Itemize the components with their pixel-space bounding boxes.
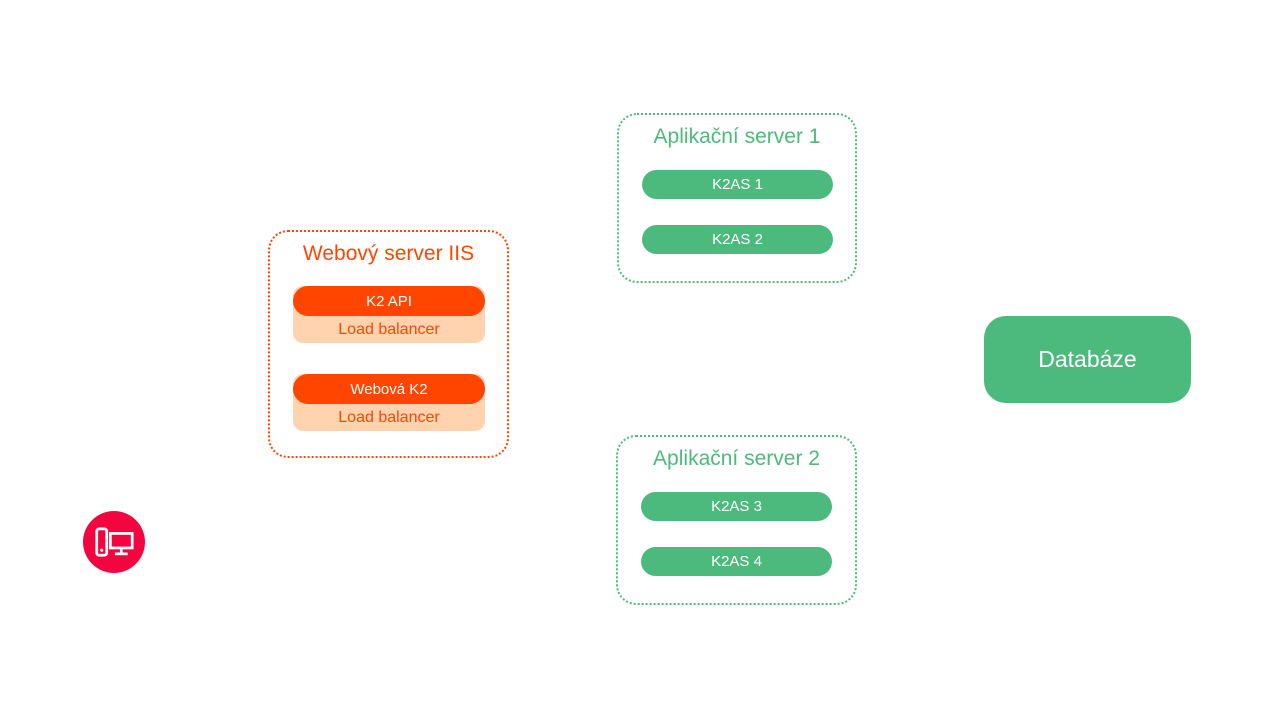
k2as-4-pill: K2AS 4 bbox=[641, 547, 832, 576]
webova-k2-group: Webová K2 Load balancer bbox=[293, 374, 485, 431]
webova-k2-load-balancer-label: Load balancer bbox=[338, 408, 440, 426]
app-server-2-title: Aplikační server 2 bbox=[653, 447, 820, 470]
client-node bbox=[83, 511, 145, 573]
k2-api-load-balancer-label: Load balancer bbox=[338, 320, 440, 338]
app-server-1-box: Aplikační server 1 K2AS 1 K2AS 2 bbox=[617, 113, 857, 283]
app-server-2-box: Aplikační server 2 K2AS 3 K2AS 4 bbox=[616, 435, 857, 605]
database-node: Databáze bbox=[984, 316, 1191, 403]
k2as-2-pill: K2AS 2 bbox=[642, 225, 833, 254]
k2-api-pill: K2 API bbox=[293, 286, 485, 316]
app-server-1-title: Aplikační server 1 bbox=[653, 125, 821, 148]
web-server-box: Webový server IIS K2 API Load balancer W… bbox=[268, 230, 509, 458]
web-server-title: Webový server IIS bbox=[302, 242, 475, 265]
webova-k2-pill: Webová K2 bbox=[293, 374, 485, 404]
devices-icon bbox=[94, 526, 134, 559]
k2as-1-pill: K2AS 1 bbox=[642, 170, 833, 199]
k2-api-group: K2 API Load balancer bbox=[293, 286, 485, 343]
k2as-3-pill: K2AS 3 bbox=[641, 492, 832, 521]
